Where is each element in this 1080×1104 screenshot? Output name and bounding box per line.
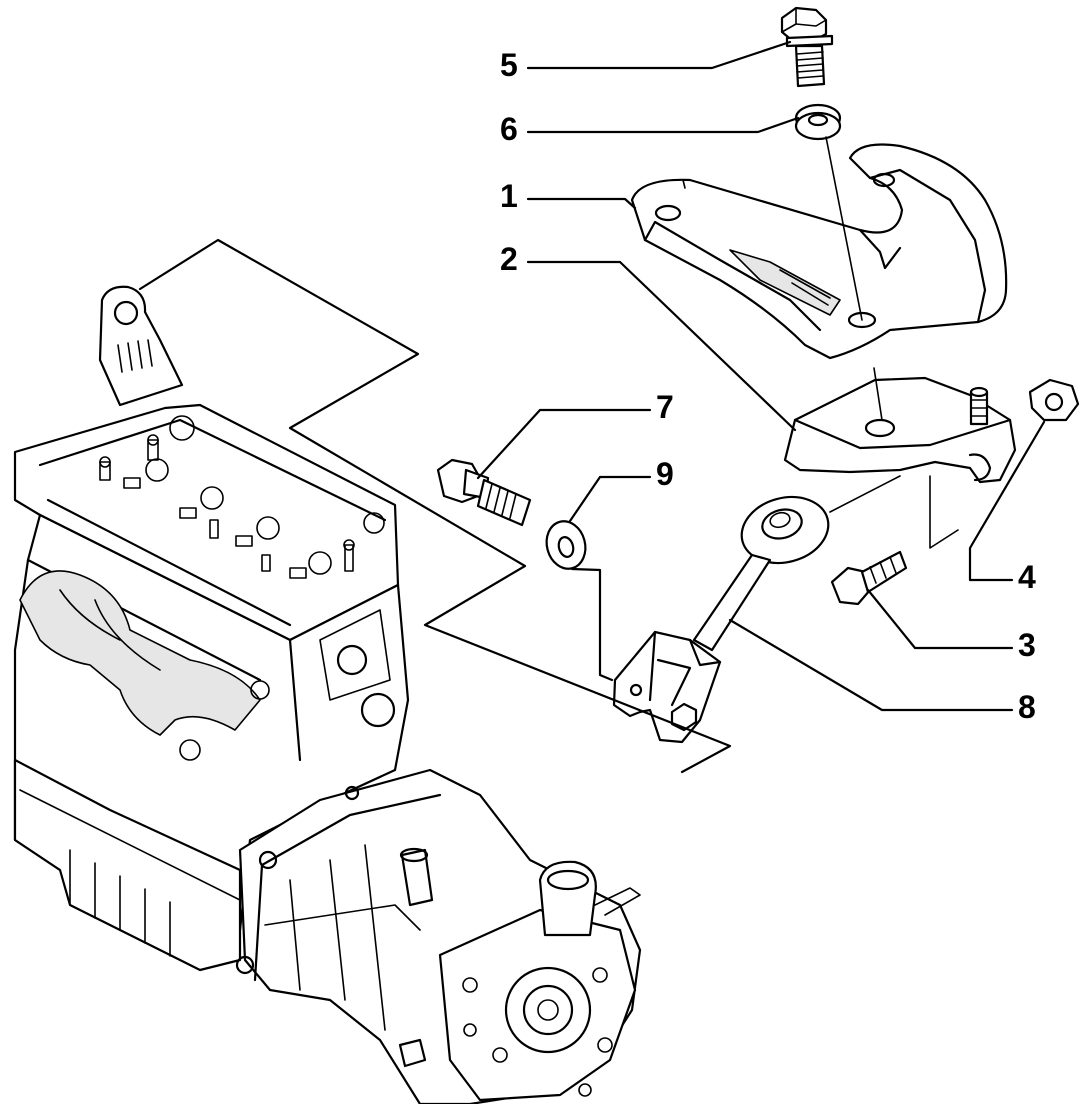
callout-8: 8	[1018, 689, 1036, 725]
callout-leaders	[476, 40, 1046, 712]
callout-7: 7	[656, 389, 674, 425]
part-3-bolt	[830, 550, 908, 606]
engine-assembly	[13, 285, 642, 1104]
callout-labels: 5 6 1 2 7 9 4 3 8	[500, 47, 1036, 725]
callout-9: 9	[656, 456, 674, 492]
callout-2: 2	[500, 241, 518, 277]
part-8-torque-rod	[612, 495, 830, 744]
callout-6: 6	[500, 111, 518, 147]
reference-lines	[138, 136, 959, 774]
part-1-mount-bracket	[630, 143, 1008, 360]
part-4-nut	[1028, 378, 1080, 422]
callout-3: 3	[1018, 627, 1036, 663]
callout-4: 4	[1018, 559, 1036, 595]
part-9-washer	[545, 520, 587, 570]
part-7-bolt	[436, 458, 532, 527]
part-6-washer	[794, 103, 842, 141]
part-2-support-bracket	[783, 376, 1017, 484]
callout-5: 5	[500, 47, 518, 83]
part-5-flange-bolt	[780, 6, 834, 88]
callout-1: 1	[500, 178, 518, 214]
